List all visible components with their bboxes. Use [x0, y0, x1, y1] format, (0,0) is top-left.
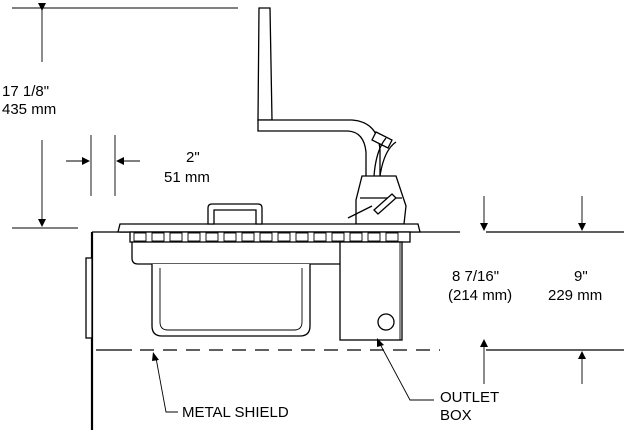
leaders: [152, 338, 434, 413]
metal-shield-label: METAL SHIELD: [182, 404, 289, 421]
depth-dimensions: [480, 196, 586, 384]
outer-depth-imperial-label: 9": [574, 268, 588, 285]
inner-depth-metric-label: (214 mm): [448, 287, 512, 304]
outlet-box: [339, 241, 403, 341]
sink-basin: [131, 242, 343, 337]
cabinet-shell: [85, 231, 128, 430]
height-dimension: [12, 3, 238, 229]
height-imperial-label: 17 1/8": [2, 83, 49, 100]
inner-depth-imperial-label: 8 7/16": [452, 268, 499, 285]
outer-depth-metric-label: 229 mm: [548, 287, 602, 304]
faucet: [257, 7, 407, 225]
grill-tabs: [133, 232, 399, 242]
offset-imperial-label: 2": [186, 149, 200, 166]
offset-metric-label: 51 mm: [164, 169, 210, 186]
height-metric-label: 435 mm: [2, 101, 56, 118]
countertop: [117, 203, 624, 243]
outlet-box-label-line2: BOX: [440, 407, 472, 424]
offset-dimension: [66, 135, 140, 196]
outlet-box-label-line1: OUTLET: [440, 389, 499, 406]
